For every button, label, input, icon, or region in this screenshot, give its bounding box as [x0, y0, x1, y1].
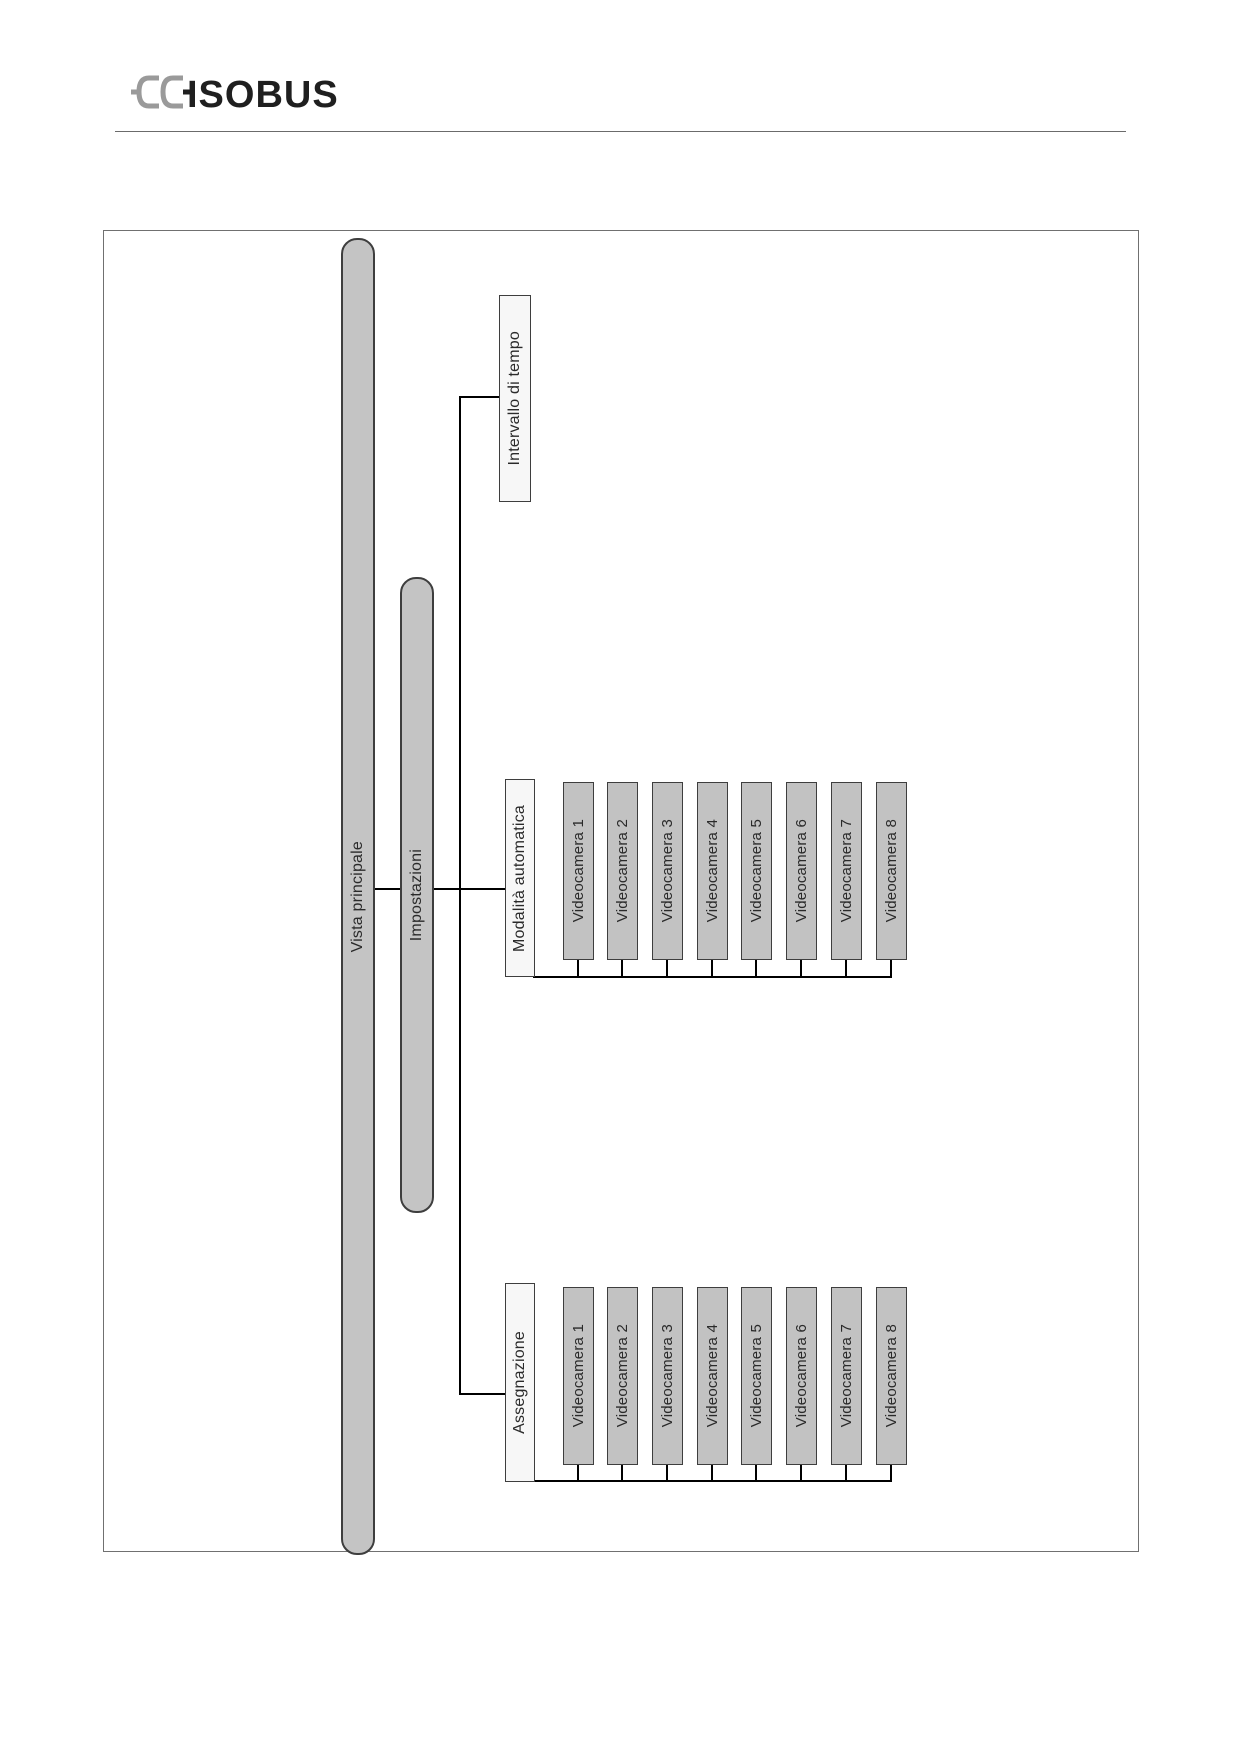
- camera-label: Videocamera 1: [570, 1324, 587, 1428]
- camera-label: Videocamera 4: [704, 819, 721, 923]
- node-assign-camera: Videocamera 4: [697, 1287, 728, 1465]
- node-assign-camera: Videocamera 2: [607, 1287, 638, 1465]
- connector: [621, 960, 623, 977]
- node-modalita-automatica: Modalità automatica: [505, 779, 535, 977]
- node-label: Vista principale: [349, 840, 366, 953]
- camera-label: Videocamera 6: [793, 1324, 810, 1428]
- camera-label: Videocamera 4: [704, 1324, 721, 1428]
- camera-label: Videocamera 2: [614, 1324, 631, 1428]
- connector: [432, 888, 507, 890]
- node-auto-camera: Videocamera 6: [786, 782, 817, 960]
- node-impostazioni: Impostazioni: [400, 577, 434, 1213]
- node-auto-camera: Videocamera 2: [607, 782, 638, 960]
- node-auto-camera: Videocamera 8: [876, 782, 907, 960]
- connector: [755, 1465, 757, 1482]
- camera-label: Videocamera 6: [793, 819, 810, 923]
- node-assegnazione: Assegnazione: [505, 1283, 535, 1482]
- camera-label: Videocamera 5: [748, 819, 765, 923]
- node-auto-camera: Videocamera 4: [697, 782, 728, 960]
- camera-label: Videocamera 5: [748, 1324, 765, 1428]
- camera-label: Videocamera 3: [659, 1324, 676, 1428]
- camera-label: Videocamera 3: [659, 819, 676, 923]
- connector: [666, 960, 668, 977]
- connector: [533, 976, 892, 978]
- connector: [890, 1465, 892, 1482]
- connector: [621, 1465, 623, 1482]
- camera-label: Videocamera 8: [883, 1324, 900, 1428]
- header-divider: [115, 131, 1126, 132]
- node-auto-camera: Videocamera 3: [652, 782, 683, 960]
- connector: [373, 888, 402, 890]
- logo-graphic: ISOBUS: [131, 74, 339, 114]
- connector: [459, 396, 499, 398]
- node-vista-principale: Vista principale: [341, 238, 375, 1555]
- node-label: Impostazioni: [408, 848, 425, 942]
- node-label: Intervallo di tempo: [506, 331, 523, 466]
- node-auto-camera: Videocamera 5: [741, 782, 772, 960]
- node-label: Assegnazione: [511, 1331, 528, 1434]
- camera-label: Videocamera 8: [883, 819, 900, 923]
- node-assign-camera: Videocamera 7: [831, 1287, 862, 1465]
- connector: [666, 1465, 668, 1482]
- connector: [890, 960, 892, 977]
- connector: [845, 960, 847, 977]
- connector: [755, 960, 757, 977]
- node-auto-camera: Videocamera 7: [831, 782, 862, 960]
- connector: [459, 396, 461, 1395]
- camera-label: Videocamera 7: [838, 819, 855, 923]
- node-assign-camera: Videocamera 8: [876, 1287, 907, 1465]
- diagram-frame: [103, 230, 1139, 1552]
- connector: [711, 960, 713, 977]
- connector: [800, 1465, 802, 1482]
- camera-label: Videocamera 1: [570, 819, 587, 923]
- node-assign-camera: Videocamera 5: [741, 1287, 772, 1465]
- connector: [800, 960, 802, 977]
- connector: [711, 1465, 713, 1482]
- connector: [577, 1465, 579, 1482]
- camera-label: Videocamera 7: [838, 1324, 855, 1428]
- connector: [577, 960, 579, 977]
- node-assign-camera: Videocamera 6: [786, 1287, 817, 1465]
- ccisobus-logo: ISOBUS: [125, 70, 345, 114]
- node-auto-camera: Videocamera 1: [563, 782, 594, 960]
- node-assign-camera: Videocamera 1: [563, 1287, 594, 1465]
- node-assign-camera: Videocamera 3: [652, 1287, 683, 1465]
- svg-text:ISOBUS: ISOBUS: [187, 74, 339, 114]
- camera-label: Videocamera 2: [614, 819, 631, 923]
- connector: [459, 1393, 507, 1395]
- connector: [845, 1465, 847, 1482]
- node-label: Modalità automatica: [511, 804, 528, 952]
- node-intervallo-di-tempo: Intervallo di tempo: [499, 295, 531, 502]
